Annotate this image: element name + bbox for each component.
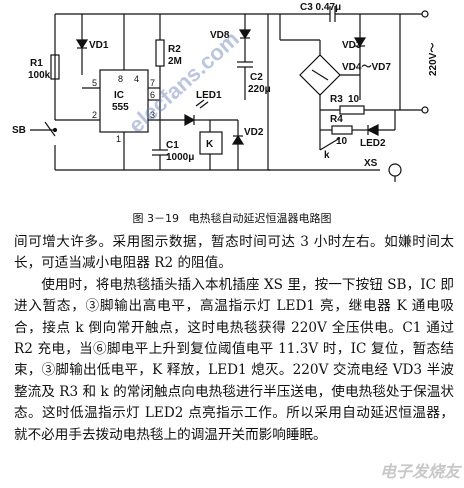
figure-number: 图 3－19 (132, 212, 180, 225)
body-text: 间可增大许多。采用图示数据，暂态时间可达 3 小时左右。如嫌时间太长，可适当减小… (14, 232, 454, 446)
pin-5-label: 5 (92, 78, 97, 88)
vd8-label: VD8 (210, 30, 230, 41)
paragraph-1: 间可增大许多。采用图示数据，暂态时间可达 3 小时左右。如嫌时间太长，可适当减小… (14, 234, 454, 272)
pin-1-label: 1 (116, 134, 121, 144)
pin-2-label: 2 (92, 110, 97, 120)
vd4-vd7-label: VD4～VD7 (342, 62, 391, 73)
c1-label: C1 (166, 140, 179, 151)
c1-value: 1000μ (166, 152, 194, 163)
circuit-diagram: VD1 R1 100k IC 555 8 4 5 2 7 6 3 1 R2 2M… (12, 2, 439, 182)
contact-k-label: k (324, 150, 330, 161)
pin-4-label: 4 (134, 74, 139, 84)
relay-k-label: K (206, 139, 214, 150)
vd1-label: VD1 (89, 40, 109, 51)
r3-value: 10 (348, 94, 360, 105)
pin-7-label: 7 (150, 78, 155, 88)
vd2-label: VD2 (244, 127, 264, 138)
vd3-label: VD3 (342, 40, 362, 51)
v220-label: 220V～ (428, 43, 439, 76)
r1-value: 100k (28, 70, 51, 81)
r3-label: R3 (330, 94, 343, 105)
page-watermark: 电子发烧友 (379, 462, 460, 481)
r2-label: R2 (168, 44, 181, 55)
pin-8-label: 8 (118, 74, 123, 84)
ic-model: 555 (112, 102, 129, 113)
c2-value: 220μ (248, 84, 271, 95)
c3-label: C3 0.47μ (300, 2, 341, 13)
xs-label: XS (364, 158, 378, 169)
sb-label: SB (12, 125, 26, 136)
r4-label: R4 (330, 114, 343, 125)
pin-3-label: 3 (150, 110, 155, 120)
r2-value: 2M (168, 56, 182, 67)
paragraph-2: 使用时，将电热毯插头插入本机插座 XS 里，按一下按钮 SB，IC 即进入暂态，… (14, 276, 454, 443)
r4-value: 10 (336, 136, 348, 147)
ic-label: IC (114, 90, 124, 101)
figure-title: 电热毯自动延迟恒温器电路图 (188, 212, 332, 225)
diagram-watermark: elecfans.com (124, 26, 244, 138)
c2-label: C2 (250, 72, 263, 83)
led1-label: LED1 (196, 90, 222, 101)
led2-label: LED2 (360, 138, 386, 149)
pin-6-label: 6 (150, 90, 155, 100)
figure-caption: 图 3－19 电热毯自动延迟恒温器电路图 (0, 210, 464, 226)
r1-label: R1 (30, 58, 43, 69)
